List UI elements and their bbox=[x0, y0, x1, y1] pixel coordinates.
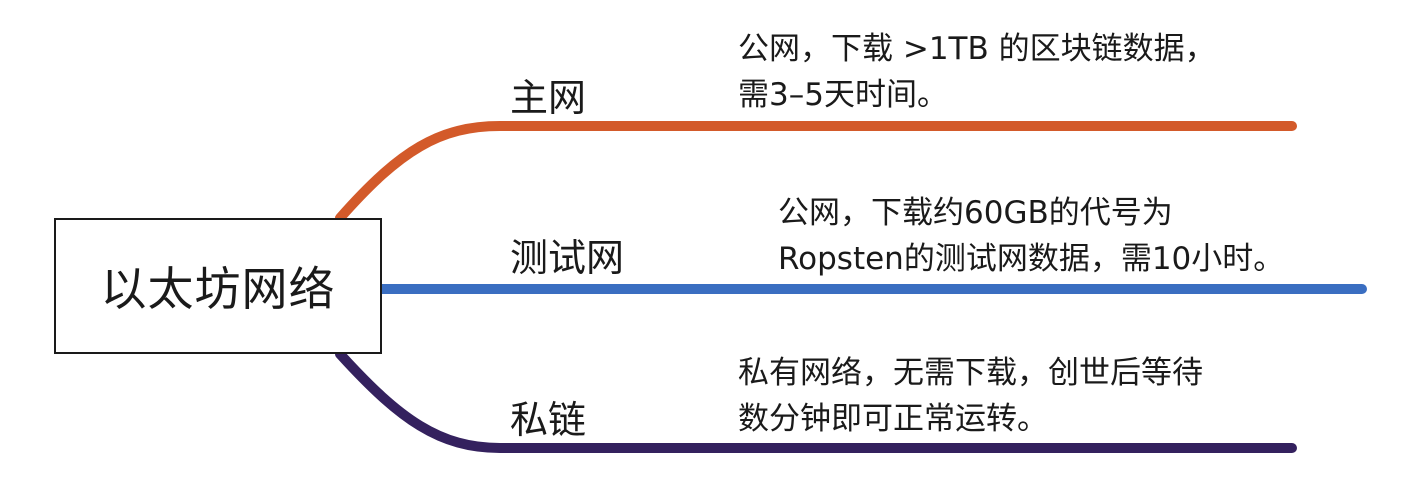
root-node-label: 以太坊网络 bbox=[100, 262, 336, 316]
description-line: Ropsten的测试网数据，需10小时。 bbox=[778, 241, 1285, 277]
description-line: 需3–5天时间。 bbox=[738, 77, 948, 113]
branch-description-mainnet: 公网，下载 >1TB 的区块链数据， 需3–5天时间。 bbox=[738, 26, 1216, 118]
branch-label-mainnet: 主网 bbox=[510, 76, 587, 120]
branch-description-private: 私有网络，无需下载，创世后等待 数分钟即可正常运转。 bbox=[738, 350, 1203, 442]
branch-label-testnet: 测试网 bbox=[510, 236, 625, 280]
description-line: 公网，下载 >1TB 的区块链数据， bbox=[738, 31, 1216, 67]
description-line: 公网，下载约60GB的代号为 bbox=[778, 195, 1173, 231]
branch-connector-mainnet bbox=[335, 121, 1297, 223]
root-node: 以太坊网络 bbox=[54, 218, 382, 354]
branch-connector-private bbox=[335, 349, 1297, 453]
description-line: 数分钟即可正常运转。 bbox=[738, 401, 1048, 437]
description-line: 私有网络，无需下载，创世后等待 bbox=[738, 355, 1203, 391]
branch-label-private: 私链 bbox=[510, 398, 587, 442]
branch-description-testnet: 公网，下载约60GB的代号为 Ropsten的测试网数据，需10小时。 bbox=[778, 190, 1284, 282]
